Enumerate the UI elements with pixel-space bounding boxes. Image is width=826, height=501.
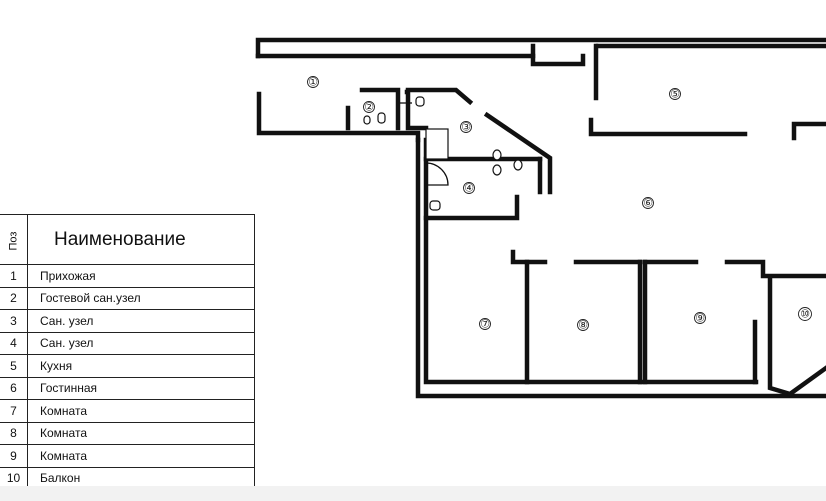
legend-name: Гостевой сан.узел bbox=[27, 286, 255, 310]
wall-left-main bbox=[415, 137, 826, 399]
wall-room7-top bbox=[510, 249, 530, 385]
wall-kitchen-corner bbox=[530, 53, 586, 67]
legend-name: Комната bbox=[27, 399, 255, 423]
wall-entrance-left bbox=[256, 91, 421, 143]
room-marker-10: ⑩ bbox=[798, 307, 812, 321]
legend-pos: 8 bbox=[0, 421, 28, 445]
legend-pos: 4 bbox=[0, 331, 28, 355]
wall-guest-wc bbox=[359, 87, 401, 131]
svg-text:④: ④ bbox=[464, 182, 474, 195]
room-marker-2: ② bbox=[363, 101, 375, 114]
legend-pos: 1 bbox=[0, 264, 28, 288]
legend-name: Балкон bbox=[27, 466, 255, 490]
wall-top bbox=[255, 37, 826, 59]
room-marker-3: ③ bbox=[460, 121, 472, 134]
svg-text:②: ② bbox=[364, 101, 374, 114]
svg-text:⑥: ⑥ bbox=[643, 197, 653, 210]
wall-balcony bbox=[767, 275, 793, 397]
svg-text:⑨: ⑨ bbox=[695, 312, 705, 325]
wall-living-right bbox=[724, 259, 826, 279]
legend-pos: 3 bbox=[0, 309, 28, 333]
room-marker-4: ④ bbox=[463, 182, 475, 195]
legend-header-pos: Поз bbox=[0, 214, 28, 265]
legend-pos: 6 bbox=[0, 376, 28, 400]
svg-text:⑩: ⑩ bbox=[800, 308, 810, 321]
legend-header-row: Поз Наименование bbox=[0, 214, 255, 265]
legend-pos: 5 bbox=[0, 354, 28, 378]
legend-pos: 9 bbox=[0, 444, 28, 468]
wall-right-notch bbox=[791, 121, 826, 141]
svg-text:⑧: ⑧ bbox=[578, 319, 588, 332]
bottom-band bbox=[0, 486, 826, 501]
room-marker-8: ⑧ bbox=[577, 319, 589, 332]
sink-bath3-c bbox=[492, 164, 502, 176]
sink-bath3-a bbox=[492, 149, 502, 161]
legend-name: Прихожая bbox=[27, 264, 255, 288]
legend-name: Кухня bbox=[27, 354, 255, 378]
svg-text:⑤: ⑤ bbox=[670, 88, 680, 101]
legend-pos: 7 bbox=[0, 399, 28, 423]
svg-text:③: ③ bbox=[461, 121, 471, 134]
room-marker-7: ⑦ bbox=[479, 318, 491, 331]
legend-pos: 2 bbox=[0, 286, 28, 310]
wall-top-inner bbox=[255, 43, 536, 59]
wall-bath-diagonal bbox=[483, 111, 553, 195]
legend-name: Сан. узел bbox=[27, 309, 255, 333]
svg-text:①: ① bbox=[308, 76, 318, 89]
legend-name: Гостинная bbox=[27, 376, 255, 400]
toilet-bath3 bbox=[415, 96, 425, 107]
toilet-guest bbox=[363, 115, 371, 125]
bath3-tub bbox=[425, 128, 449, 160]
legend-name: Комната bbox=[27, 421, 255, 445]
door-arc-bath4 bbox=[425, 162, 449, 186]
room-marker-5: ⑤ bbox=[669, 88, 681, 101]
toilet-bath4 bbox=[429, 200, 441, 211]
legend-header-pos-label: Поз bbox=[7, 231, 20, 250]
room-marker-9: ⑨ bbox=[694, 312, 706, 325]
room-marker-6: ⑥ bbox=[642, 197, 654, 210]
sink-bath3-b bbox=[513, 159, 523, 171]
wall-balcony-outer bbox=[786, 365, 826, 398]
svg-text:⑦: ⑦ bbox=[480, 318, 490, 331]
wall-kitchen-bottom bbox=[588, 117, 748, 137]
legend-header-name: Наименование bbox=[27, 214, 255, 265]
wall-bath3-diag bbox=[405, 87, 474, 106]
legend-name: Комната bbox=[27, 444, 255, 468]
room-marker-1: ① bbox=[307, 76, 319, 89]
wall-bath4-bottom bbox=[423, 194, 520, 221]
legend-name: Сан. узел bbox=[27, 331, 255, 355]
sink-guest bbox=[377, 112, 386, 124]
